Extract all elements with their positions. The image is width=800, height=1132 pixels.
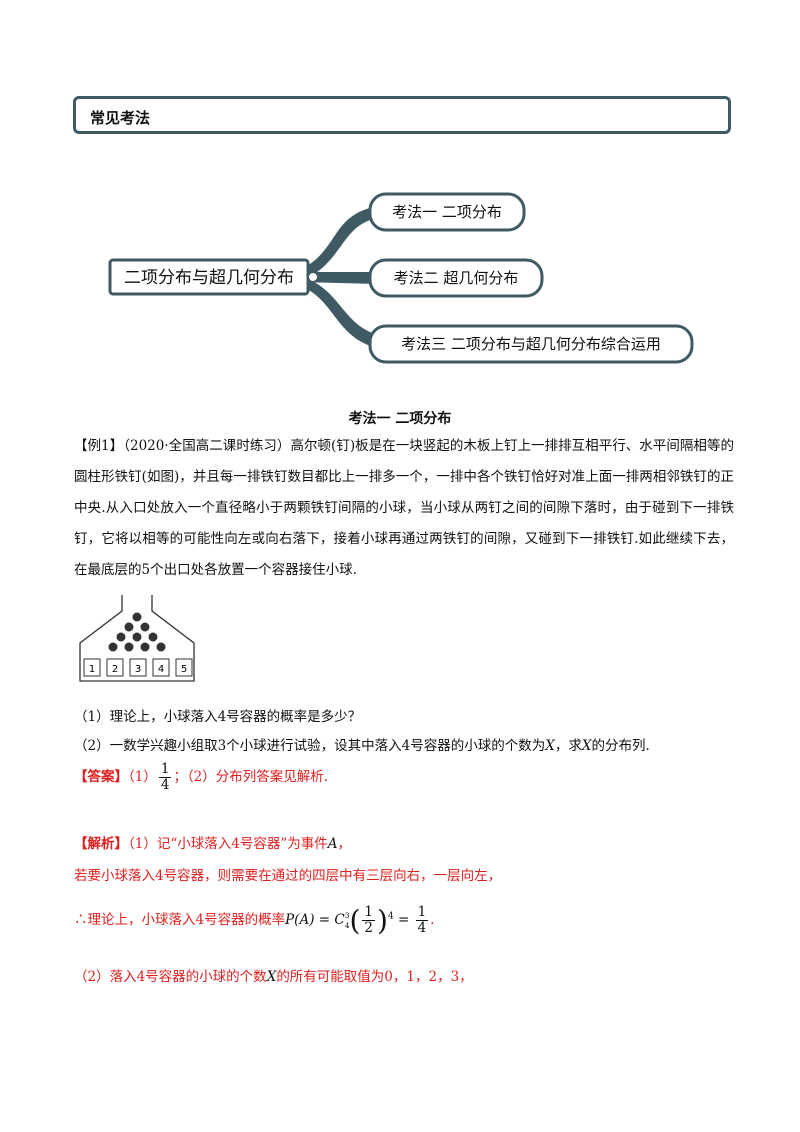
- mind-map: 二项分布与超几何分布 考法一 二项分布 考法二 超几何分布 考法三 二项分布与超…: [108, 192, 694, 364]
- mindmap-connector-2: [300, 272, 378, 284]
- mindmap-branch-2: [368, 258, 544, 298]
- mindmap-joint-icon: [307, 271, 319, 283]
- container-2-label: 2: [112, 664, 118, 675]
- galton-board-figure: 1 2 3 4 5: [79, 595, 195, 682]
- var-x: X: [581, 738, 592, 754]
- answer-part2: ；（2）分布列答案见解析.: [173, 768, 329, 785]
- section-title-box: 常见考法: [73, 96, 731, 134]
- mindmap-branch-1: [368, 192, 526, 232]
- mindmap-center-label: 二项分布与超几何分布: [124, 268, 294, 288]
- container-5-label: 5: [181, 664, 187, 675]
- answer-tag: 【答案】: [74, 768, 128, 785]
- question-1: （1）理论上，小球落入4号容器的概率是多少？: [74, 709, 362, 725]
- container-3-label: 3: [135, 664, 141, 675]
- var-x: X: [266, 969, 277, 985]
- section-title: 常见考法: [90, 109, 151, 127]
- mindmap-branch-3: [368, 324, 694, 364]
- analysis-line-1: 【解析】（1）记“小球落入4号容器”为事件A，: [74, 836, 351, 852]
- mindmap-branch-2-label: 考法二 超几何分布: [394, 269, 519, 287]
- mindmap-branch-3-label: 考法三 二项分布与超几何分布综合运用: [401, 335, 661, 353]
- question-2-pre: （2）一数学兴趣小组取3个小球进行试验，设其中落入4号容器的小球的个数为: [74, 738, 546, 754]
- mindmap-connector-1: [300, 206, 378, 282]
- mindmap-branch-1-label: 考法一 二项分布: [392, 203, 502, 221]
- var-a: A: [327, 836, 338, 852]
- analysis-line-4: （2）落入4号容器的小球的个数X的所有可能取值为0，1，2，3，: [74, 969, 473, 985]
- container-4-label: 4: [158, 664, 164, 675]
- method-heading: 考法一 二项分布: [348, 411, 452, 427]
- answer-part1: （1）: [128, 768, 157, 785]
- question-2-post: 的分布列.: [591, 738, 650, 754]
- mindmap-connector-3: [300, 276, 390, 350]
- analysis-tag: 【解析】: [74, 836, 128, 852]
- question-2: （2）一数学兴趣小组取3个小球进行试验，设其中落入4号容器的小球的个数为X，求X…: [74, 734, 650, 754]
- example-text: 【例1】（2020·全国高二课时练习）高尔顿(钉)板是在一块竖起的木板上钉上一排…: [74, 438, 734, 578]
- var-x: X: [545, 738, 555, 754]
- container-1-label: 1: [89, 664, 95, 675]
- analysis-line-2: 若要小球落入4号容器，则需要在通过的四层中有三层向右，一层向左，: [74, 868, 502, 884]
- question-2-mid: ，求: [554, 738, 582, 754]
